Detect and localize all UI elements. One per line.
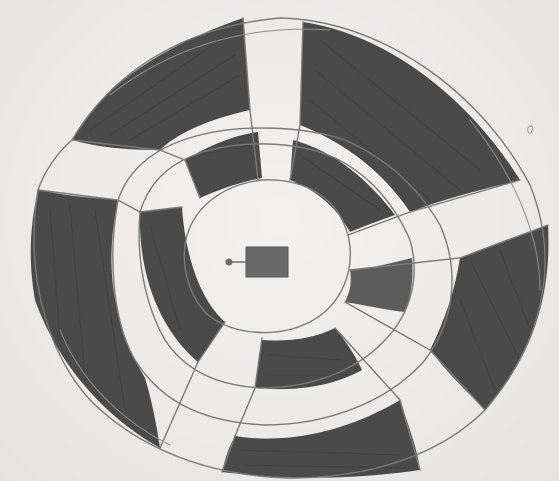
small-rectangle-with-dot-icon	[226, 247, 289, 277]
outer-ring-dark-segments	[31, 18, 549, 478]
inner-segment-left	[140, 207, 225, 362]
stray-pencil-mark	[528, 126, 533, 133]
inner-segment-bottom	[255, 328, 362, 389]
inner-segment-right	[345, 258, 413, 312]
outer-segment-right	[430, 225, 548, 410]
